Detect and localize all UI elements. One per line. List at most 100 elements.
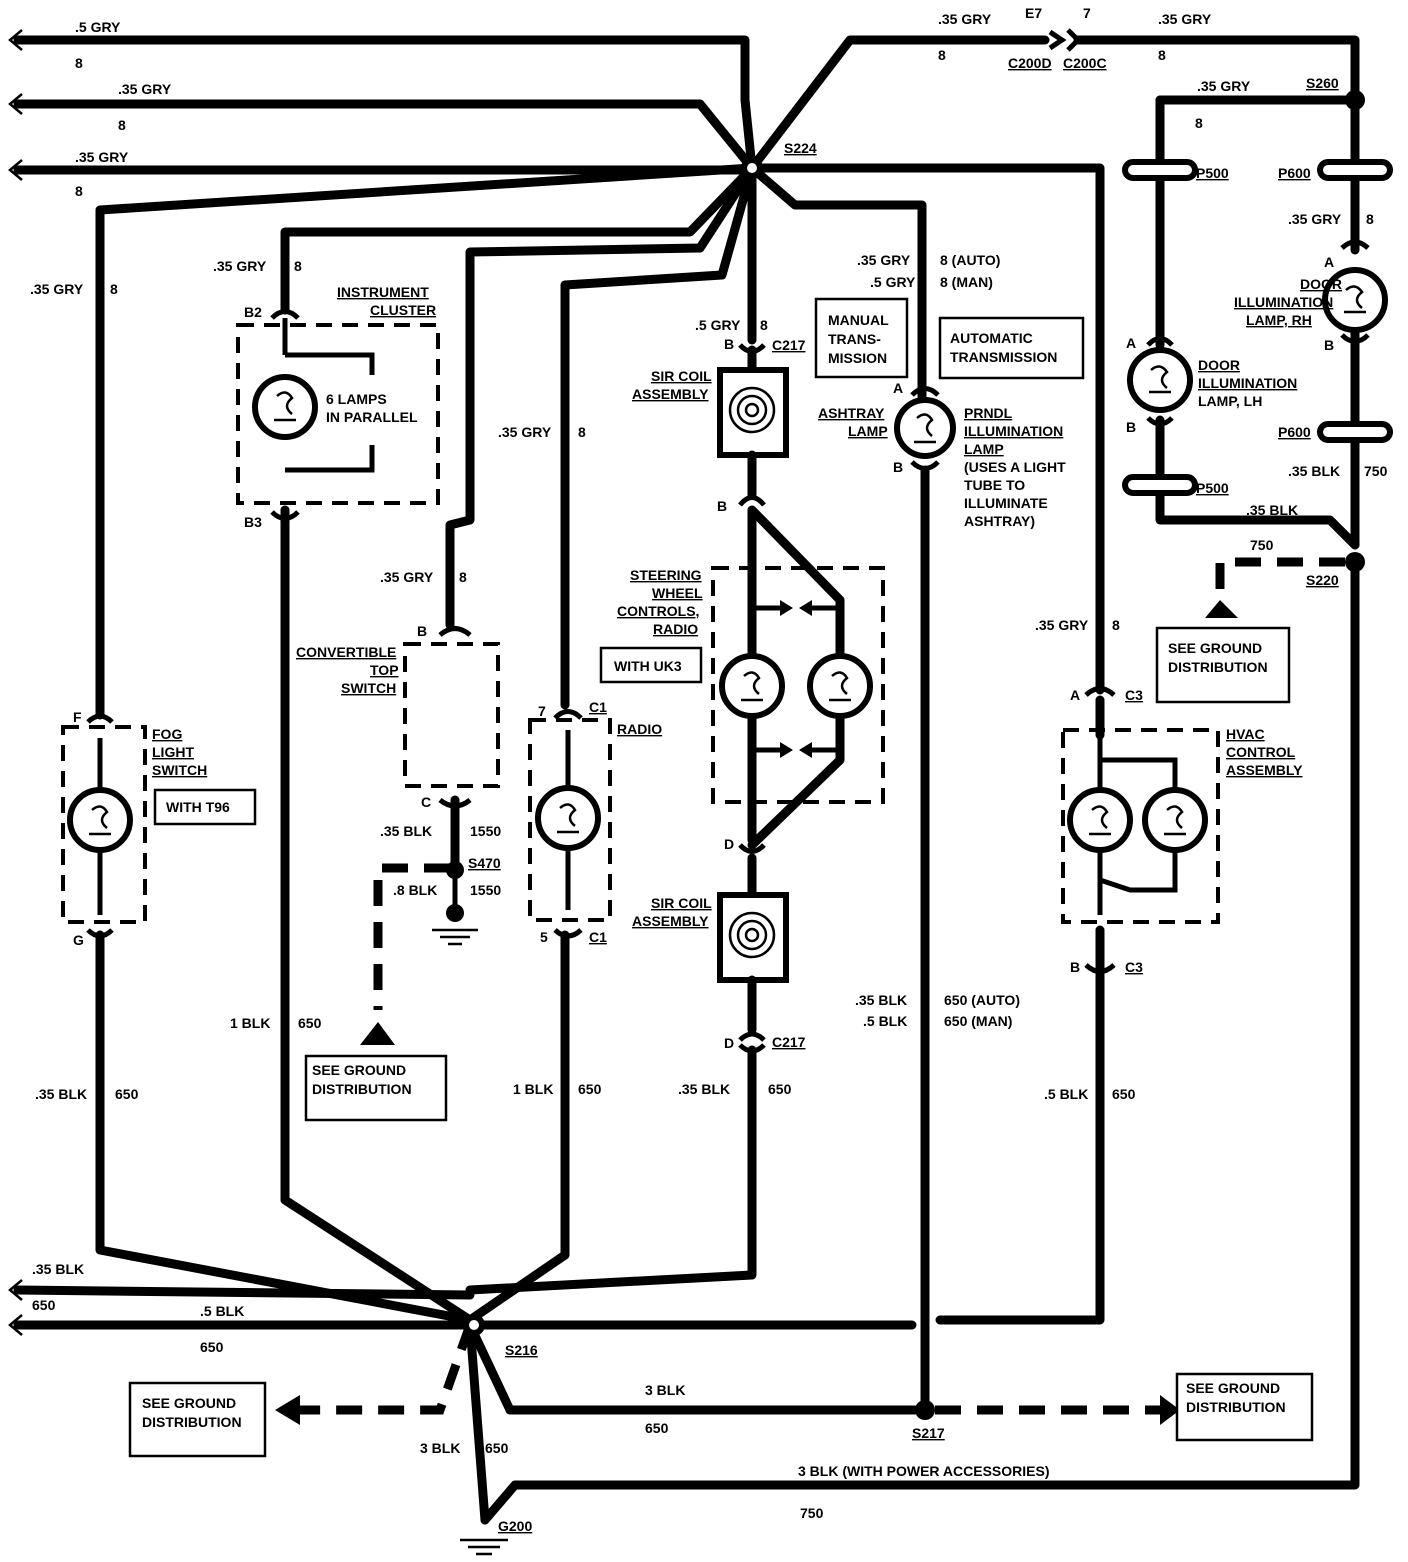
hvac-lamp-right-icon <box>1142 787 1208 853</box>
wire-label: 8 <box>1195 115 1203 131</box>
component-label: IN PARALLEL <box>326 409 418 425</box>
component-label: HVAC <box>1226 726 1265 742</box>
door-lamp-circuit <box>480 90 1393 1525</box>
s220-splice <box>1345 552 1365 572</box>
wire-label: 650 <box>32 1297 56 1313</box>
note-label: TRANS- <box>828 331 881 347</box>
note-label: SEE GROUND <box>142 1395 236 1411</box>
wire-label: .5 BLK <box>863 1013 907 1029</box>
wire-label: 650 <box>645 1420 669 1436</box>
radio-lamp-icon <box>535 785 601 851</box>
hvac-control <box>935 695 1220 1325</box>
splice-label: S470 <box>468 855 501 871</box>
note-label: SEE GROUND <box>1168 640 1262 656</box>
pin-label: B2 <box>244 304 262 320</box>
connector-label: 7 <box>1083 5 1091 21</box>
wire-label: 1550 <box>470 882 501 898</box>
p500-connector <box>1122 159 1198 496</box>
pin-label: B <box>1324 337 1334 353</box>
component-label: INSTRUMENT <box>337 284 429 300</box>
pin-label: A <box>1070 687 1080 703</box>
connector-label: P600 <box>1278 165 1311 181</box>
wire-label: .5 BLK <box>1044 1086 1088 1102</box>
connector-label: P500 <box>1196 165 1229 181</box>
wire-label: .5 GRY <box>75 19 121 35</box>
pin-label: A <box>893 380 903 396</box>
connector-label: C200D <box>1008 55 1052 71</box>
component-label: TOP <box>370 662 399 678</box>
splice-label: S220 <box>1306 572 1339 588</box>
component-label: LAMP, LH <box>1198 393 1262 409</box>
component-label: CONVERTIBLE <box>296 644 396 660</box>
component-label: RADIO <box>653 621 698 637</box>
wire-label: .35 BLK <box>1288 463 1340 479</box>
wire-label: 3 BLK <box>645 1382 685 1398</box>
wire-label: 8 <box>1158 47 1166 63</box>
component-label: DOOR <box>1198 357 1240 373</box>
wire-label: 8 <box>760 317 768 333</box>
wire-label: 8 (MAN) <box>940 274 993 290</box>
instrument-cluster <box>236 318 475 1325</box>
component-label: ASHTRAY <box>818 405 885 421</box>
steering-wheel-controls <box>465 345 885 1295</box>
note-label: WITH T96 <box>166 799 230 815</box>
connector-label: C1 <box>589 699 607 715</box>
connector-label: E7 <box>1025 5 1042 21</box>
pin-label: B <box>893 459 903 475</box>
wire-label: 8 <box>110 281 118 297</box>
gray-feed-wires <box>8 28 1360 720</box>
pin-label: B <box>417 623 427 639</box>
door-lamp-lh-icon <box>1127 347 1193 413</box>
component-label: ILLUMINATION <box>964 423 1063 439</box>
connector-label: P500 <box>1196 480 1229 496</box>
wire-label: 8 <box>578 424 586 440</box>
pin-label: B <box>724 336 734 352</box>
note-label: SEE GROUND <box>312 1062 406 1078</box>
p600-connector <box>1317 159 1393 443</box>
wire-label: .35 GRY <box>938 11 992 27</box>
pin-label: D <box>724 836 734 852</box>
wire-label: 8 <box>294 258 302 274</box>
wire-label: 3 BLK <box>420 1440 460 1456</box>
wire-label: 650 <box>485 1440 509 1456</box>
wire-label: 1 BLK <box>513 1081 553 1097</box>
connector-cups <box>86 239 1370 1054</box>
wire-label: .35 GRY <box>1197 78 1251 94</box>
door-lamp-rh-icon <box>1322 267 1388 333</box>
prndl-lamp-icon <box>894 397 956 459</box>
convertible-top-switch <box>360 642 500 1045</box>
component-label: LIGHT <box>152 744 194 760</box>
component-label: ILLUMINATION <box>1234 294 1333 310</box>
prndl-lamp <box>894 397 1180 1425</box>
note-label: TRANSMISSION <box>950 349 1057 365</box>
wire-label: .5 BLK <box>200 1303 244 1319</box>
note-label: MISSION <box>828 350 887 366</box>
wire-label: 650 <box>298 1015 322 1031</box>
pin-label: A <box>1324 254 1334 270</box>
wire-label: .35 GRY <box>213 258 267 274</box>
splice-label: S217 <box>912 1425 945 1441</box>
component-label: ASSEMBLY <box>632 913 709 929</box>
splice-label: S224 <box>784 140 817 156</box>
wire-label: .35 GRY <box>380 569 434 585</box>
component-label: SIR COIL <box>651 368 712 384</box>
pin-label: F <box>73 709 82 725</box>
wire-label: 8 <box>75 55 83 71</box>
component-label: ILLUMINATE <box>964 495 1048 511</box>
wire-label: .5 GRY <box>695 317 741 333</box>
connector-label: C200C <box>1063 55 1107 71</box>
wire-label: .35 GRY <box>118 81 172 97</box>
connector-label: C3 <box>1125 687 1143 703</box>
hvac-lamp-left-icon <box>1067 787 1133 853</box>
component-label: LAMP <box>964 441 1004 457</box>
pin-label: G <box>73 932 84 948</box>
note-label: DISTRIBUTION <box>1168 659 1268 675</box>
component-label: WHEEL <box>652 585 703 601</box>
wire-label: .35 BLK <box>678 1081 730 1097</box>
wire-label: 650 <box>115 1086 139 1102</box>
wire-label: 1550 <box>470 823 501 839</box>
swc-lamp-right-icon <box>807 653 873 719</box>
wire-label: 650 (AUTO) <box>944 992 1020 1008</box>
labels: .5 GRY 8 .35 GRY 8 .35 GRY 8 .35 GRY 8 E… <box>30 5 1388 1534</box>
wire-label: 8 <box>938 47 946 63</box>
